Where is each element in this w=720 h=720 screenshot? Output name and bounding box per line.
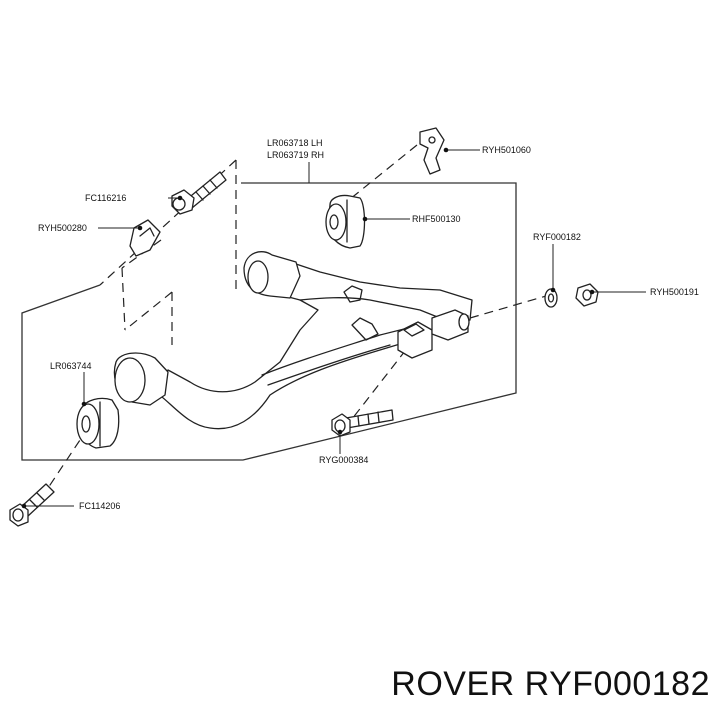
label-bush-top: RHF500130 bbox=[412, 214, 461, 224]
label-bolt-lower: RYG000384 bbox=[319, 455, 368, 465]
front-bushing bbox=[76, 397, 120, 449]
label-washer: RYF000182 bbox=[533, 232, 581, 242]
bolt-ryg000384 bbox=[331, 409, 394, 437]
label-bracket-top: RYH501060 bbox=[482, 145, 531, 155]
assembly-frame bbox=[21, 182, 517, 461]
bolt-fc114206 bbox=[9, 483, 55, 527]
nut-ryh500191 bbox=[575, 283, 599, 307]
bolt-fc116216 bbox=[171, 171, 227, 215]
label-arm-lh: LR063718 LH bbox=[267, 138, 323, 148]
control-arm bbox=[113, 251, 473, 430]
label-nut: RYH500191 bbox=[650, 287, 699, 297]
clip-ryh500280 bbox=[129, 219, 161, 257]
bracket-ryh501060 bbox=[419, 127, 445, 175]
top-bushing bbox=[325, 194, 366, 249]
label-arm-rh: LR063719 RH bbox=[267, 150, 324, 160]
washer-ryf000182 bbox=[544, 288, 558, 308]
label-bush-front: LR063744 bbox=[50, 361, 92, 371]
label-clip-left: RYH500280 bbox=[38, 223, 87, 233]
label-bolt-front: FC114206 bbox=[79, 501, 120, 511]
label-bolt-top: FC116216 bbox=[85, 193, 126, 203]
part-caption: ROVER RYF000182 bbox=[391, 665, 710, 703]
leader-lines bbox=[21, 147, 646, 509]
